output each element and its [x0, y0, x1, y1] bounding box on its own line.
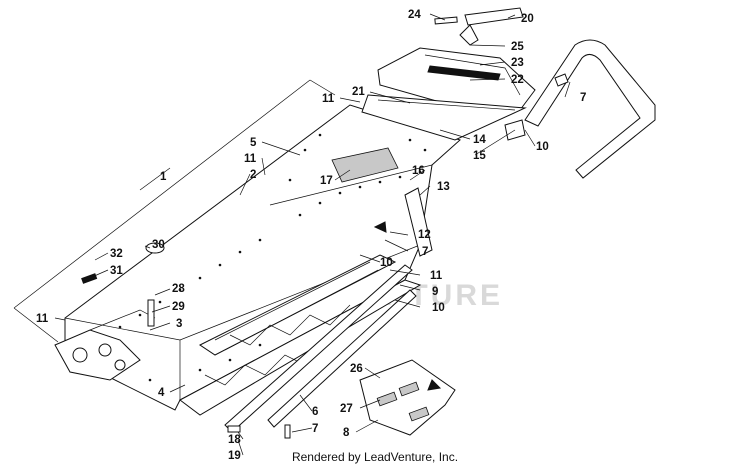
callout-12: 12 — [418, 229, 431, 241]
callout-28: 28 — [172, 283, 185, 295]
callout-13: 13 — [437, 181, 450, 193]
rear-bumper — [524, 39, 656, 179]
callout-31: 31 — [110, 265, 123, 277]
seat — [377, 47, 536, 111]
callout-11-b: 11 — [244, 153, 257, 165]
foot-plate — [359, 359, 456, 436]
callout-6: 6 — [312, 406, 318, 418]
callout-22: 22 — [511, 74, 524, 86]
callout-14: 14 — [473, 134, 486, 146]
callout-10-b: 10 — [380, 257, 393, 269]
callout-7-c: 7 — [312, 423, 318, 435]
center-bracket — [404, 187, 433, 257]
callout-2: 2 — [250, 169, 256, 181]
callout-21: 21 — [352, 86, 365, 98]
callout-10-c: 10 — [432, 302, 445, 314]
callout-1: 1 — [160, 171, 167, 183]
grab-handle — [459, 7, 524, 46]
callout-4: 4 — [158, 387, 165, 399]
callout-30: 30 — [152, 239, 165, 251]
callout-20: 20 — [521, 13, 534, 25]
callout-32: 32 — [110, 248, 123, 260]
callout-9: 9 — [432, 286, 438, 298]
callout-10-a: 10 — [536, 141, 549, 153]
callout-24: 24 — [408, 9, 421, 21]
leader-lines — [54, 13, 571, 456]
callout-3: 3 — [176, 318, 182, 330]
callout-11-a: 11 — [322, 93, 335, 105]
callout-25: 25 — [511, 41, 524, 53]
callout-17: 17 — [320, 175, 333, 187]
callout-5: 5 — [250, 137, 257, 149]
callout-7-a: 7 — [580, 92, 586, 104]
callout-23: 23 — [511, 57, 524, 69]
callout-26: 26 — [350, 363, 363, 375]
callout-27: 27 — [340, 403, 353, 415]
decal — [434, 16, 458, 25]
callout-11-c: 11 — [430, 270, 443, 282]
callout-18: 18 — [228, 434, 241, 446]
seat-tray — [361, 94, 527, 141]
callout-labels: 24 20 25 23 22 21 11 7 10 14 15 5 11 2 1… — [36, 9, 586, 462]
tunnel-body — [64, 104, 461, 411]
footer-credit: Rendered by LeadVenture, Inc. — [291, 450, 459, 464]
callout-8: 8 — [343, 427, 350, 439]
callout-7-b: 7 — [422, 246, 428, 258]
callout-16: 16 — [412, 165, 425, 177]
assembly-bracket — [13, 79, 336, 343]
front-bulkhead — [54, 309, 156, 381]
hardware — [81, 73, 569, 439]
callout-11-d: 11 — [36, 313, 49, 325]
callout-29: 29 — [172, 301, 185, 313]
callout-15: 15 — [473, 150, 486, 162]
callout-19: 19 — [228, 450, 241, 462]
